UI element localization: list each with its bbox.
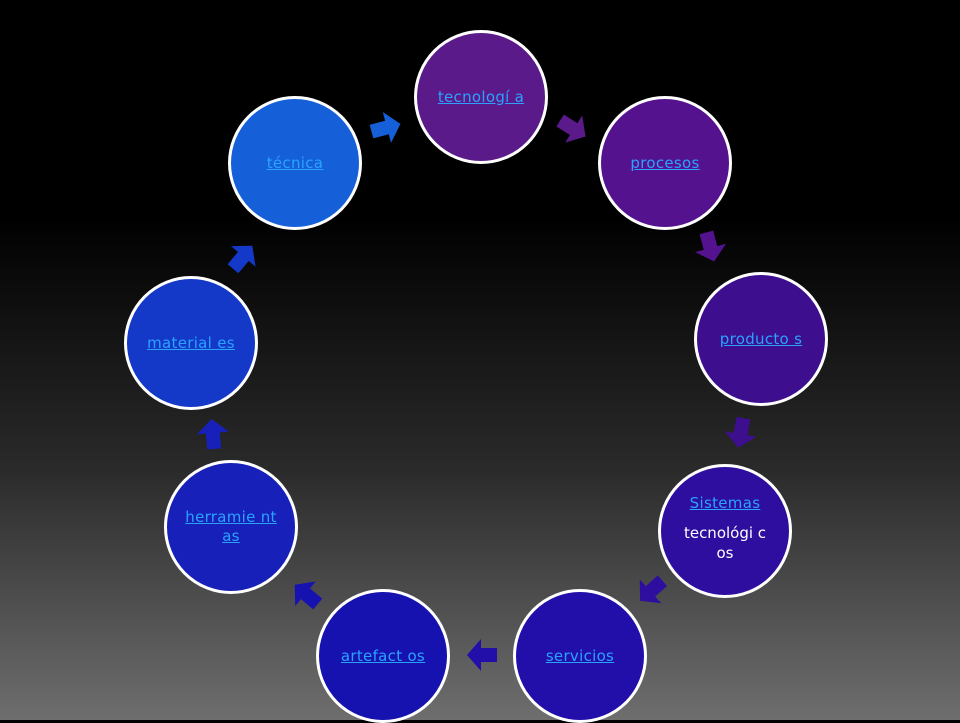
node-sistemas-sublabel: tecnológi cos [683, 523, 767, 562]
cycle-arrow [196, 419, 229, 450]
node-tecnica-link[interactable]: técnica [266, 153, 324, 172]
node-herramientas-link[interactable]: herramie ntas [185, 508, 277, 545]
cycle-arrow [369, 112, 401, 143]
cycle-arrow [695, 230, 726, 262]
node-artefactos: artefact os [316, 589, 450, 723]
node-servicios-link[interactable]: servicios [545, 646, 615, 665]
node-procesos: procesos [598, 96, 732, 230]
node-sistemas-link[interactable]: Sistemas [689, 493, 761, 512]
node-herramientas: herramie ntas [164, 460, 298, 594]
node-procesos-link[interactable]: procesos [630, 153, 700, 172]
node-servicios: servicios [513, 589, 647, 723]
cycle-arrow [467, 639, 497, 671]
cycle-arrow [724, 416, 757, 448]
node-tecnologia: tecnologí a [414, 30, 548, 164]
node-tecnologia-link[interactable]: tecnologí a [437, 87, 525, 106]
node-sistemas: Sistemas tecnológi cos [658, 464, 792, 598]
node-materiales-link[interactable]: material es [147, 333, 235, 352]
node-productos-link[interactable]: producto s [719, 329, 803, 348]
node-tecnica: técnica [228, 96, 362, 230]
cycle-arrow [639, 575, 668, 604]
node-artefactos-link[interactable]: artefact os [340, 646, 426, 665]
cycle-arrow [227, 245, 256, 274]
node-productos: producto s [694, 272, 828, 406]
node-materiales: material es [124, 276, 258, 410]
cycle-arrow [294, 581, 323, 610]
cycle-arrow [556, 114, 586, 143]
